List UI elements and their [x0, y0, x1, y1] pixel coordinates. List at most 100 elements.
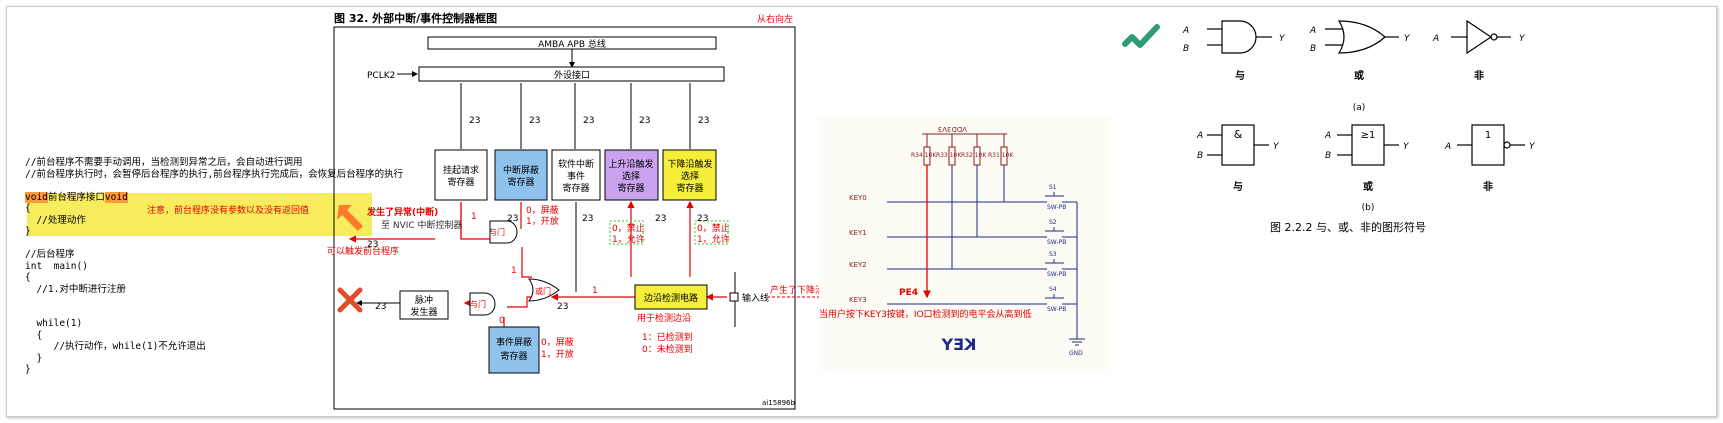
gate-a-not: 非 — [1474, 69, 1484, 82]
ann-one-b: 1 — [511, 266, 517, 276]
code-line-6: } — [25, 226, 31, 237]
nvic-width: 23 — [367, 240, 378, 250]
io-y1: Y — [1279, 34, 1286, 44]
and-gate-symbol-b — [1207, 124, 1269, 166]
or-gate-symbol-b — [1337, 124, 1399, 166]
io-a5: A — [1324, 131, 1331, 141]
evt-mask-l2: 寄存器 — [500, 350, 527, 362]
falling-l1: 下降沿触发 — [667, 158, 712, 170]
rising-register — [604, 149, 659, 201]
falling-register — [662, 149, 717, 201]
arrow-up-left-icon — [337, 205, 363, 231]
int-mask-l2: 寄存器 — [507, 176, 534, 188]
code-open-brace: { — [25, 203, 31, 214]
signal-paths — [348, 200, 727, 337]
ann-mask-1: 1，开放 — [526, 215, 559, 227]
gate-names-b: 与 或 非 — [1233, 180, 1493, 193]
rise-sel-0: 0，禁止 — [612, 222, 645, 234]
resistor-labels: R34 10K R33 10K R32 10K R31 10K — [911, 152, 1014, 159]
func-name: 前台程序接口 — [47, 191, 105, 203]
net-key1: KEY1 — [849, 229, 867, 237]
rising-l3: 寄存器 — [617, 182, 644, 194]
rising-l2: 选择 — [622, 170, 640, 182]
switch-labels: S1 SW-PB S2 SW-PB S3 SW-PB S4 SW-PB — [1047, 184, 1066, 313]
io-a4: A — [1196, 131, 1203, 141]
code-func-signature: void前台程序接口void — [25, 191, 375, 204]
rise-width: 23 — [655, 214, 666, 224]
and-gate-bottom — [469, 292, 496, 316]
evt-mask-l1: 事件屏蔽 — [496, 336, 532, 348]
or-gate — [528, 278, 560, 302]
gate-names-a: 与 或 非 — [1235, 69, 1484, 82]
check-icon — [1122, 24, 1160, 48]
code-note: 注意，前台程序没有参数以及没有返回值 — [147, 206, 310, 216]
io-a3: A — [1432, 34, 1439, 44]
code-line-15: { — [25, 329, 43, 341]
label-b: (b) — [1362, 203, 1375, 213]
gate-io-labels-b: A B Y A B Y A Y — [1196, 131, 1536, 161]
or-gate-symbol-a — [1325, 20, 1399, 54]
ann-edge-state-1: 1：已检测到 — [642, 331, 693, 343]
io-b2: B — [1310, 44, 1316, 54]
io-a1: A — [1182, 26, 1189, 36]
code-line-1: //前台程序不需要手动调用，当检测到异常之后，会自动进行调用 — [25, 157, 303, 168]
gates-caption: 图 2.2.2 与、或、非的图形符号 — [1270, 220, 1426, 234]
pending-reg-l1: 挂起请求 — [443, 164, 479, 176]
gate-b-or: 或 — [1363, 180, 1373, 193]
ann-zero: 0 — [499, 316, 505, 326]
and-gate-top — [489, 220, 518, 244]
ann-key3: 当用户按下KEY3按键，IO口检测到的电平会从高到低 — [819, 308, 1032, 320]
rise-sel-box — [609, 220, 644, 245]
swi-l2: 事件 — [567, 170, 585, 182]
fall-width: 23 — [697, 214, 708, 224]
gate-a-or: 或 — [1354, 69, 1364, 82]
bus-width-labels: 23 23 23 23 23 — [469, 116, 709, 126]
or-sym: ≥1 — [1361, 130, 1376, 141]
event-mask-register — [488, 326, 540, 374]
bus-width-1: 23 — [469, 116, 480, 126]
pulse-l2: 发生器 — [410, 306, 437, 318]
not-gate-symbol-b — [1457, 124, 1525, 166]
s4-type: SW-PB — [1047, 306, 1066, 313]
s1-label: S1 — [1049, 184, 1057, 191]
code-line-14: while(1) — [25, 318, 83, 329]
s3-label: S3 — [1049, 251, 1057, 258]
periph-interface-box — [418, 66, 725, 82]
io-b5: B — [1325, 151, 1331, 161]
pulse-l1: 脉冲 — [415, 294, 433, 306]
edge-detect-label: 边沿检测电路 — [644, 292, 698, 304]
code-line-5: //处理动作 — [25, 214, 86, 226]
edge-detect-box — [634, 284, 708, 310]
code-line-10: { — [25, 272, 31, 283]
gate-io-labels-a: A B Y A B Y A Y — [1182, 26, 1526, 54]
io-y5: Y — [1403, 142, 1410, 152]
net-key0: KEY0 — [849, 194, 867, 202]
cross-icon — [337, 287, 363, 313]
bus-lines — [460, 83, 691, 149]
fall-sel-box — [694, 220, 729, 245]
or-width: 23 — [557, 302, 568, 312]
periph-label: 外设接口 — [554, 69, 590, 81]
ann-one-a: 1 — [471, 212, 477, 222]
code-line-17: } — [25, 352, 43, 364]
code-line-11: //1.对中断进行注册 — [25, 283, 126, 295]
io-a2: A — [1309, 26, 1316, 36]
swi-l1: 软件中断 — [558, 158, 594, 170]
net-key3: KEY3 — [849, 296, 867, 304]
io-y3: Y — [1519, 34, 1526, 44]
part-code: ai15896b — [762, 399, 796, 407]
swi-register — [551, 149, 601, 201]
vdd-label: VDD3V3 — [938, 125, 967, 133]
not-gate-symbol-a — [1451, 19, 1511, 55]
ann-falling-edge: 产生了下降沿 — [770, 284, 824, 296]
input-line-label: 输入线 — [742, 292, 769, 304]
falling-l3: 寄存器 — [676, 182, 703, 194]
pulse-generator — [399, 290, 449, 320]
r31-label: R31 10K — [988, 152, 1014, 159]
int-mask-register — [494, 149, 548, 201]
void-param: void — [104, 191, 128, 203]
amba-label: AMBA APB 总线 — [538, 38, 606, 50]
s2-type: SW-PB — [1047, 239, 1066, 246]
ann-evt-mask-0: 0，屏蔽 — [541, 336, 574, 348]
diagram-frame — [333, 26, 796, 410]
